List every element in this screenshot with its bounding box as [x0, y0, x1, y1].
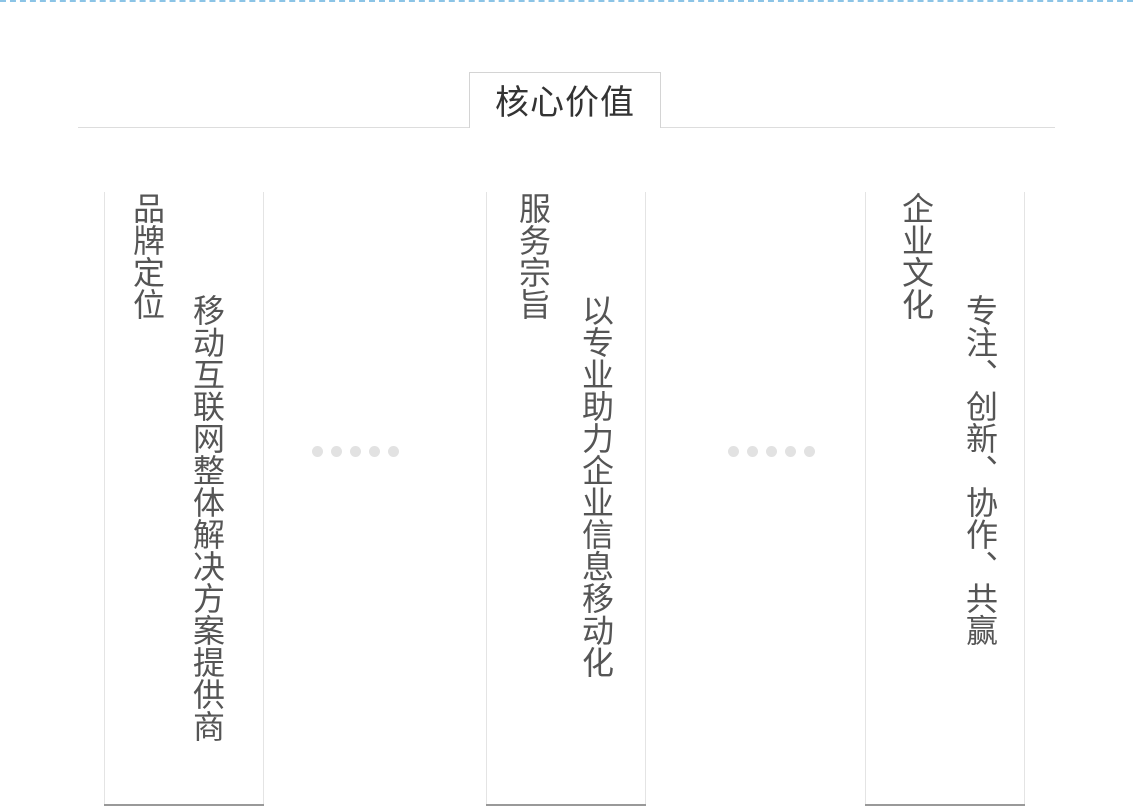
card-text: 专注、创新、协作、共赢 [961, 294, 999, 646]
value-card-brand-positioning: 品牌定位 移动互联网整体解决方案提供商 [104, 192, 264, 806]
dot [766, 446, 777, 457]
dot [785, 446, 796, 457]
card-title: 企业文化 [897, 192, 935, 320]
card-title: 品牌定位 [128, 192, 166, 320]
dot [388, 446, 399, 457]
dot [350, 446, 361, 457]
value-card-service-purpose: 服务宗旨 以专业助力企业信息移动化 [486, 192, 646, 806]
card-title: 服务宗旨 [514, 192, 552, 320]
card-text: 以专业助力企业信息移动化 [577, 294, 615, 678]
section-title-tab: 核心价值 [469, 72, 661, 128]
value-card-corporate-culture: 企业文化 专注、创新、协作、共赢 [865, 192, 1025, 806]
dot [728, 446, 739, 457]
dot [804, 446, 815, 457]
dot [747, 446, 758, 457]
dot [331, 446, 342, 457]
card-text: 移动互联网整体解决方案提供商 [188, 294, 226, 742]
top-dashed-divider [0, 0, 1133, 2]
dot [312, 446, 323, 457]
separator-dots [312, 446, 399, 457]
separator-dots [728, 446, 815, 457]
dot [369, 446, 380, 457]
section-title: 核心价值 [495, 82, 635, 123]
